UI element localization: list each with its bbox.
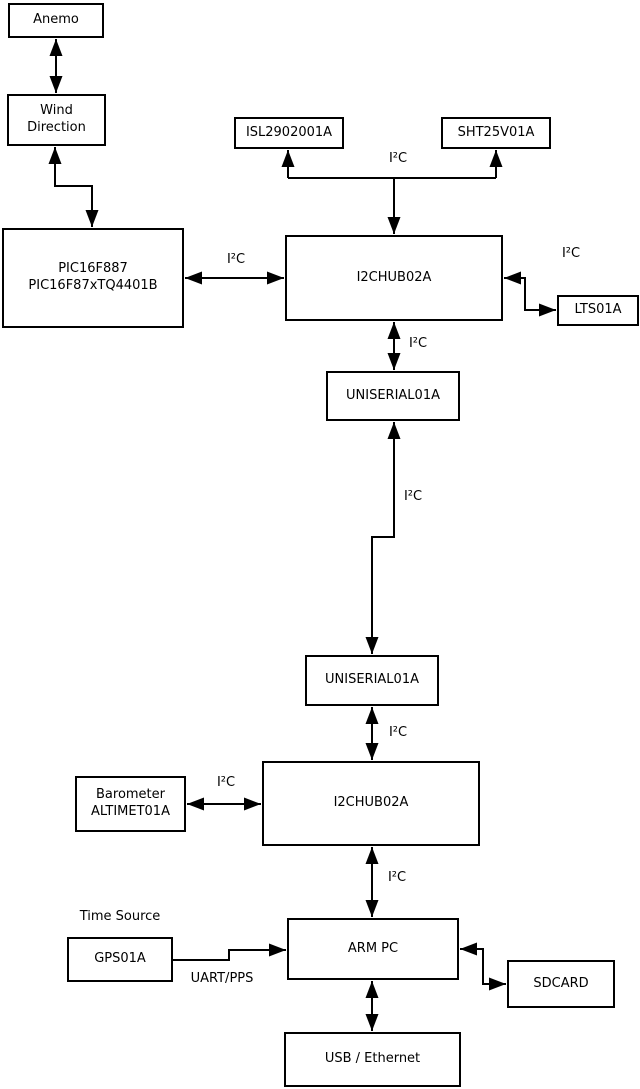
edge-hub1-lts	[504, 271, 556, 317]
edge-armpc-sdcard	[460, 942, 506, 991]
node-uniserial01a-upper: UNISERIAL01A	[326, 371, 460, 421]
node-arm-pc: ARM PC	[287, 918, 459, 980]
node-sdcard: SDCARD	[507, 960, 615, 1008]
node-uniserial01a-lower: UNISERIAL01A	[305, 655, 439, 706]
node-usb-ethernet: USB / Ethernet	[284, 1032, 461, 1087]
node-pic16f887: PIC16F887 PIC16F87xTQ4401B	[2, 228, 184, 328]
label-uart-pps: UART/PPS	[190, 971, 254, 986]
label-i2c-pic-hub1: I²C	[226, 252, 246, 267]
label-i2c-top-bus: I²C	[388, 151, 408, 166]
label-i2c-hub1-lts: I²C	[561, 246, 581, 261]
label-i2c-hub1-uniserial1: I²C	[408, 336, 428, 351]
edge-wind-pic	[48, 147, 99, 227]
node-barometer-altimet01a: Barometer ALTIMET01A	[75, 776, 186, 832]
edge-gps-armpc	[173, 943, 286, 961]
node-isl2902001a: ISL2902001A	[234, 117, 344, 149]
edge-uniserial1-uniserial2	[365, 422, 401, 654]
node-wind-direction: Wind Direction	[7, 94, 106, 146]
node-sht25v01a: SHT25V01A	[441, 117, 551, 149]
label-time-source: Time Source	[79, 909, 161, 924]
label-i2c-barometer-hub2: I²C	[216, 775, 236, 790]
label-i2c-long-link: I²C	[403, 489, 423, 504]
node-i2chub02a-lower: I2CHUB02A	[262, 761, 480, 846]
node-gps01a: GPS01A	[67, 937, 173, 982]
label-i2c-hub2-armpc: I²C	[387, 870, 407, 885]
node-i2chub02a-upper: I2CHUB02A	[285, 235, 503, 321]
node-lts01a: LTS01A	[557, 295, 639, 326]
node-anemo: Anemo	[8, 3, 104, 38]
label-i2c-uniserial2-hub2: I²C	[388, 725, 408, 740]
